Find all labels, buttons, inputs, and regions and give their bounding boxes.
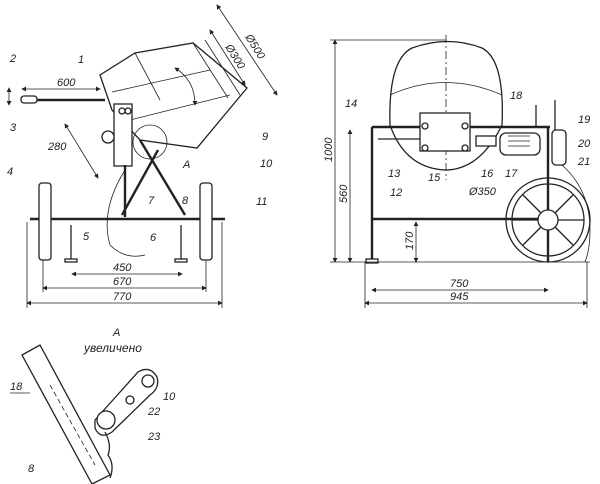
label-2: 2 xyxy=(9,53,16,65)
front-view: 1 2 3 4 5 6 7 8 9 10 11 A Ø500 Ø300 600 … xyxy=(6,4,278,308)
label-4: 4 xyxy=(7,166,13,178)
dim-770: 770 xyxy=(113,291,132,303)
detail-label-8: 8 xyxy=(28,463,35,475)
dim-450: 450 xyxy=(113,262,132,274)
dim-600: 600 xyxy=(57,77,76,89)
pulley-detail-a xyxy=(132,124,168,160)
label-13: 13 xyxy=(388,168,401,180)
dim-170: 170 xyxy=(404,231,416,250)
label-8: 8 xyxy=(182,195,189,207)
detail-label-23: 23 xyxy=(147,431,161,443)
detail-subtitle: увеличено xyxy=(83,341,142,355)
label-15: 15 xyxy=(428,172,441,184)
dim-560: 560 xyxy=(338,184,350,203)
label-20: 20 xyxy=(577,138,591,150)
label-21: 21 xyxy=(577,156,590,168)
gearbox-side xyxy=(419,112,471,152)
dim-280: 280 xyxy=(47,141,67,153)
label-19: 19 xyxy=(578,114,590,126)
label-A: A xyxy=(182,159,190,171)
dim-750: 750 xyxy=(450,278,469,290)
label-9: 9 xyxy=(262,131,268,143)
detail-label-22: 22 xyxy=(147,406,160,418)
label-18: 18 xyxy=(510,90,523,102)
label-3: 3 xyxy=(10,122,17,134)
label-14: 14 xyxy=(345,98,357,110)
label-12: 12 xyxy=(390,187,402,199)
label-16: 16 xyxy=(481,168,494,180)
label-1: 1 xyxy=(78,54,84,66)
label-10: 10 xyxy=(260,158,273,170)
label-7: 7 xyxy=(148,195,155,207)
detail-a: A увеличено 18 10 22 23 8 xyxy=(10,327,176,484)
dim-d350: Ø350 xyxy=(468,186,497,198)
wheel-left xyxy=(38,182,52,261)
label-5: 5 xyxy=(83,231,90,243)
dim-670: 670 xyxy=(113,276,132,288)
dim-1000: 1000 xyxy=(323,137,335,162)
wheel-right xyxy=(199,182,213,261)
label-17: 17 xyxy=(505,168,518,180)
detail-label-18: 18 xyxy=(10,381,23,393)
dim-d300: Ø300 xyxy=(222,41,247,72)
dim-945: 945 xyxy=(450,291,469,303)
detail-label-10: 10 xyxy=(163,391,176,403)
label-6: 6 xyxy=(150,232,157,244)
detail-title: A xyxy=(112,327,120,339)
side-view: 12 13 14 15 16 17 18 19 20 21 1000 560 1… xyxy=(323,35,591,308)
dim-d500: Ø500 xyxy=(242,31,267,62)
label-11: 11 xyxy=(256,196,267,208)
motor xyxy=(499,132,541,156)
